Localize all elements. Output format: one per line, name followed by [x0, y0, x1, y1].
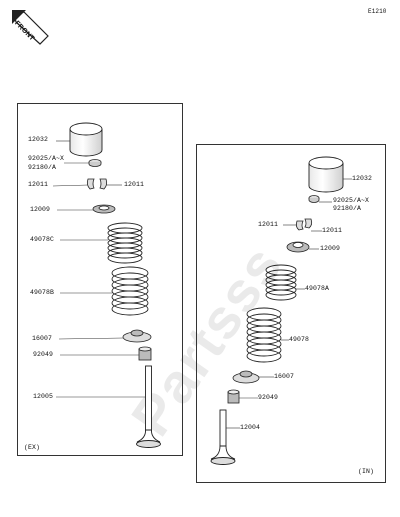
- ex-cotters: [86, 178, 108, 190]
- ex-leader-lines: [52, 140, 146, 398]
- in-shim: [308, 195, 320, 203]
- ex-label-shim-a: 92025/A~X: [28, 155, 65, 162]
- ex-panel: [17, 103, 183, 456]
- in-label-spring-seat: 16007: [274, 373, 295, 380]
- in-label-cotter-left: 12011: [258, 221, 279, 228]
- in-tappet: [308, 156, 344, 193]
- ex-inner-spring: [107, 222, 143, 264]
- in-cotters: [295, 218, 313, 231]
- ex-retainer: [92, 204, 116, 214]
- ex-label-oil-seal: 92049: [33, 351, 54, 358]
- ex-outer-spring: [111, 266, 149, 316]
- in-outer-spring: [246, 307, 282, 363]
- in-spring-seat: [232, 370, 260, 384]
- ex-valve: [136, 365, 161, 448]
- in-label-oil-seal: 92049: [258, 394, 279, 401]
- ex-label-shim-b: 92180/A: [28, 164, 57, 171]
- in-panel: [196, 144, 386, 483]
- ex-label-tappet: 12032: [28, 136, 49, 143]
- ex-oil-seal: [138, 346, 152, 361]
- ex-label-inner-spring: 49078C: [30, 236, 55, 243]
- ex-spring-seat: [122, 329, 152, 343]
- in-inner-spring: [265, 264, 297, 301]
- in-label-tappet: 12032: [352, 175, 373, 182]
- in-oil-seal: [227, 389, 240, 404]
- in-label-outer-spring: 49078: [289, 336, 310, 343]
- ex-label-spring-seat: 16007: [32, 335, 53, 342]
- ex-label-retainer: 12009: [30, 206, 51, 213]
- front-arrow-icon: [12, 10, 49, 45]
- in-valve: [210, 409, 236, 465]
- ex-shim: [88, 159, 102, 167]
- in-label-shim-a: 92025/A~X: [333, 197, 370, 204]
- in-retainer: [286, 241, 310, 253]
- ex-label-outer-spring: 49078B: [30, 289, 55, 296]
- ex-label-cotter-right: 12011: [124, 181, 145, 188]
- in-label-inner-spring: 49078A: [305, 285, 330, 292]
- ex-caption: (EX): [24, 444, 41, 451]
- page-code: E1210: [368, 8, 387, 15]
- in-label-retainer: 12009: [320, 245, 341, 252]
- in-label-cotter-right: 12011: [322, 227, 343, 234]
- ex-label-cotter-left: 12011: [28, 181, 49, 188]
- ex-label-valve: 12005: [33, 393, 54, 400]
- in-label-valve: 12004: [240, 424, 261, 431]
- in-caption: (IN): [358, 468, 375, 475]
- in-leader-lines: [226, 178, 352, 429]
- front-arrow: FRONT: [10, 8, 50, 48]
- in-label-shim-b: 92180/A: [333, 205, 362, 212]
- ex-tappet: [69, 122, 103, 157]
